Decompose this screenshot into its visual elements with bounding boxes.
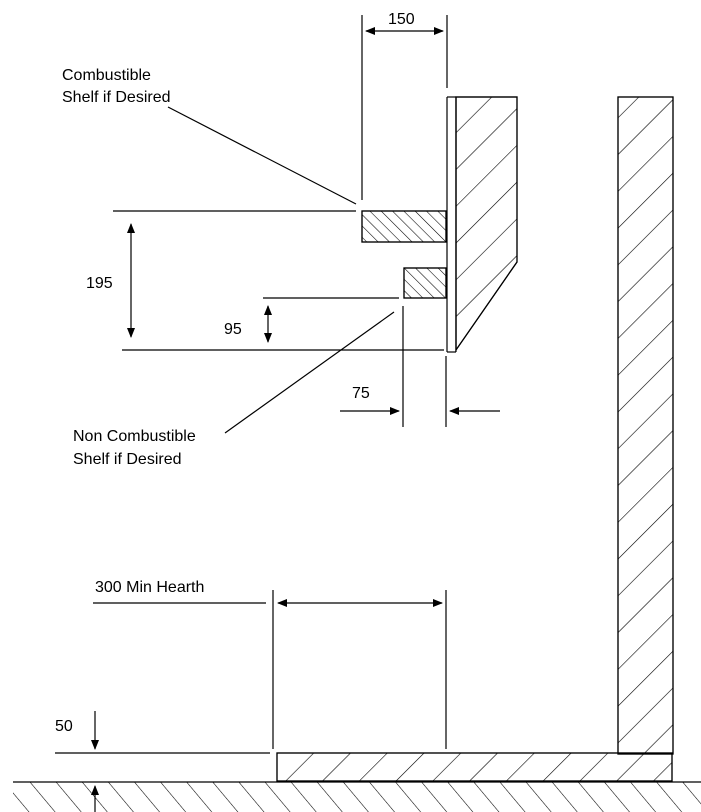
combustible-leader bbox=[167, 106, 357, 205]
dimension-150 bbox=[361, 15, 448, 200]
dimension-50 bbox=[55, 711, 270, 812]
non-combustible-shelf bbox=[403, 267, 447, 299]
dim-195-label: 195 bbox=[86, 275, 113, 292]
non-combustible-label-line2: Shelf if Desired bbox=[73, 451, 182, 468]
dim-75-label: 75 bbox=[352, 385, 370, 402]
chimney-wall bbox=[617, 96, 674, 755]
dimension-195 bbox=[113, 210, 444, 351]
non-combustible-leader bbox=[224, 311, 395, 434]
floor bbox=[13, 781, 701, 812]
combustible-label-line1: Combustible bbox=[62, 67, 151, 84]
dimension-hearth bbox=[93, 590, 447, 749]
combustible-shelf bbox=[361, 210, 447, 243]
dim-95-label: 95 bbox=[224, 321, 242, 338]
hearth-label: 300 Min Hearth bbox=[95, 579, 204, 596]
mantel-hood bbox=[446, 96, 518, 353]
dimension-75 bbox=[340, 306, 500, 427]
dim-50-label: 50 bbox=[55, 718, 73, 735]
dim-150-label: 150 bbox=[388, 11, 415, 28]
combustible-label-line2: Shelf if Desired bbox=[62, 89, 171, 106]
non-combustible-label-line1: Non Combustible bbox=[73, 428, 196, 445]
dimension-95 bbox=[263, 297, 399, 343]
hearth bbox=[276, 752, 673, 782]
